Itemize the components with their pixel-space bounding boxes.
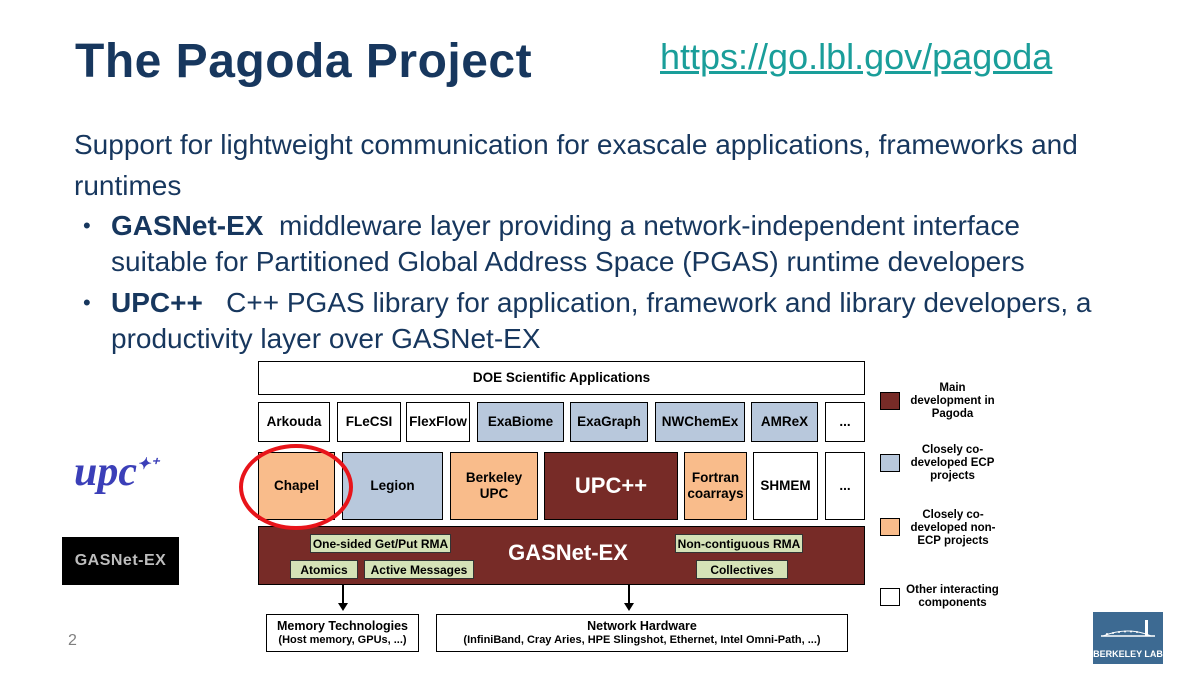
legend-label-other: Other interacting components	[906, 584, 999, 609]
gasnet-logo-text: GASNet-EX	[74, 552, 167, 569]
gasnet-ex-label: GASNet-EX	[508, 540, 628, 565]
feature-active-messages: Active Messages	[364, 560, 474, 579]
arrow-network-head	[624, 603, 634, 611]
arrow-network-line	[628, 585, 630, 605]
upc-logo: upc✦⁺	[74, 448, 159, 496]
page-number: 2	[68, 632, 77, 649]
runtime-berkeley-upc: Berkeley UPC	[450, 452, 538, 520]
legend-label-main: Main development in Pagoda	[910, 382, 995, 420]
bullet-term: UPC++	[111, 287, 203, 318]
building-icon	[1101, 620, 1155, 637]
legend-swatch-main	[880, 392, 900, 410]
runtime-shmem: SHMEM	[753, 452, 818, 520]
runtime-fortran-coarrays: Fortran coarrays	[684, 452, 747, 520]
arrow-memory-head	[338, 603, 348, 611]
network-title: Network Hardware	[587, 619, 697, 633]
runtime-more: ...	[825, 452, 865, 520]
app-amrex: AMReX	[751, 402, 818, 442]
legend-swatch-ecp	[880, 454, 900, 472]
bullet-text: middleware layer providing a network-ind…	[111, 210, 1025, 277]
bullet-text: C++ PGAS library for application, framew…	[111, 287, 1092, 354]
memory-detail: (Host memory, GPUs, ...)	[278, 634, 407, 646]
bullet-upcxx: • UPC++ C++ PGAS library for application…	[83, 285, 1111, 357]
app-flecsi: FLeCSI	[337, 402, 401, 442]
legend-swatch-other	[880, 588, 900, 606]
runtime-legion: Legion	[342, 452, 443, 520]
gasnet-logo: GASNet-EX	[62, 537, 179, 585]
legend-label-non-ecp: Closely co-developed non-ECP projects	[910, 509, 996, 547]
berkeley-lab-label: BERKELEY LAB	[1093, 649, 1163, 659]
bullet-gasnet: • GASNet-EX middleware layer providing a…	[83, 208, 1111, 280]
runtime-chapel: Chapel	[258, 452, 335, 520]
highlight-circle	[239, 444, 353, 530]
app-exagraph: ExaGraph	[570, 402, 648, 442]
lead-text: Support for lightweight communication fo…	[74, 129, 1078, 201]
berkeley-lab-logo: BERKELEY LAB	[1093, 612, 1163, 664]
runtime-upcxx: UPC++	[544, 452, 678, 520]
network-hardware-box: Network Hardware (InfiniBand, Cray Aries…	[436, 614, 848, 652]
legend-label-ecp: Closely co-developed ECP projects	[910, 444, 995, 482]
app-exabiome: ExaBiome	[477, 402, 564, 442]
feature-collectives: Collectives	[696, 560, 788, 579]
app-arkouda: Arkouda	[258, 402, 330, 442]
bullet-dot: •	[83, 213, 91, 238]
pagoda-link[interactable]: https://go.lbl.gov/pagoda	[660, 36, 1053, 77]
stars-icon: ✦⁺	[137, 456, 159, 473]
network-detail: (InfiniBand, Cray Aries, HPE Slingshot, …	[463, 634, 821, 646]
feature-non-contiguous-rma: Non-contiguous RMA	[675, 534, 803, 553]
bullet-dot: •	[83, 290, 91, 315]
app-flexflow: FlexFlow	[406, 402, 470, 442]
legend-swatch-non-ecp	[880, 518, 900, 536]
upc-logo-text: upc	[74, 449, 137, 495]
app-more: ...	[825, 402, 865, 442]
feature-atomics: Atomics	[290, 560, 358, 579]
memory-title: Memory Technologies	[276, 619, 409, 633]
feature-one-sided-rma: One-sided Get/Put RMA	[310, 534, 451, 553]
app-nwchemex: NWChemEx	[655, 402, 745, 442]
memory-technologies-box: Memory Technologies (Host memory, GPUs, …	[266, 614, 419, 652]
bullet-term: GASNet-EX	[111, 210, 264, 241]
slide-title: The Pagoda Project	[75, 35, 533, 88]
arrow-memory-line	[342, 585, 344, 605]
doe-applications-box: DOE Scientific Applications	[258, 361, 865, 395]
